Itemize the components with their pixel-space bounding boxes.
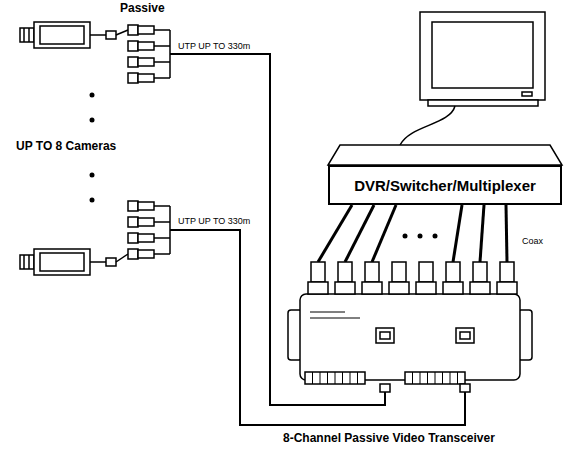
bnc-plug [128, 41, 138, 51]
bnc-plug [128, 57, 138, 67]
pair-wire [154, 205, 170, 207]
transceiver-body [288, 294, 532, 380]
bnc-jack [362, 282, 382, 294]
video-lead [116, 254, 128, 262]
bnc-jack [335, 282, 355, 294]
terminal-divider [457, 372, 458, 384]
pair-wire [154, 221, 170, 223]
bnc-jack [389, 282, 409, 294]
camera [20, 249, 116, 275]
bnc-jack [308, 282, 328, 294]
terminal-divider [357, 372, 358, 384]
dvr-top-face [328, 145, 562, 165]
cable-label: UTP UP TO 330m [178, 216, 250, 226]
pair-wire [154, 61, 170, 63]
coax-cable [372, 205, 396, 262]
pair-wire [154, 253, 170, 255]
bnc-jack [473, 262, 487, 282]
bnc-plug [138, 250, 154, 258]
pair-wire [154, 45, 170, 47]
cable-label: Coax [522, 236, 543, 246]
bnc-plug [138, 26, 154, 34]
bnc-jack [338, 262, 352, 282]
coax-cable [506, 205, 507, 262]
bnc-plug [138, 202, 154, 210]
terminal-divider [350, 372, 351, 384]
terminal-block [405, 372, 465, 384]
bnc-plug [138, 218, 154, 226]
monitor-cable [400, 106, 455, 145]
continuation-dots [403, 234, 438, 239]
device-box: DVR/Switcher/Multiplexer [328, 165, 562, 205]
bnc-plug [138, 74, 154, 82]
bnc-plug [138, 234, 154, 242]
bnc-jack [500, 262, 514, 282]
bnc-connectors [308, 262, 517, 294]
terminal-divider [435, 372, 436, 384]
terminal-divider [412, 372, 413, 384]
bnc-plug [138, 42, 154, 50]
bnc-plug [128, 217, 138, 227]
pair-wire [154, 29, 170, 31]
bnc-jack [311, 262, 325, 282]
utp-entry [380, 384, 390, 392]
bnc-plug [128, 25, 138, 35]
device-label: 8-Channel Passive Video Transceiver [283, 432, 495, 446]
terminal-divider [342, 372, 343, 384]
cable-label: UTP UP TO 330m [178, 41, 250, 51]
coax-cable [453, 205, 462, 262]
terminal-block [305, 372, 365, 384]
bnc-jack [365, 262, 379, 282]
terminal-divider [312, 372, 313, 384]
bnc-jack [392, 262, 406, 282]
bnc-plug [128, 233, 138, 243]
terminal-divider [427, 372, 428, 384]
bnc-plug [138, 58, 154, 66]
bnc-plug [128, 201, 138, 211]
coax-cable [345, 205, 374, 262]
coax-cable [318, 205, 352, 262]
bnc-jack [416, 282, 436, 294]
passive-balun [128, 201, 170, 259]
monitor [420, 12, 545, 106]
bnc-jack [446, 262, 460, 282]
terminal-divider [335, 372, 336, 384]
terminal-divider [442, 372, 443, 384]
coax-cable [480, 205, 484, 262]
terminal-divider [327, 372, 328, 384]
passive-balun [128, 25, 170, 83]
pair-wire [154, 77, 170, 79]
camera [20, 22, 116, 48]
group-label: Passive [120, 2, 165, 16]
bnc-jack [470, 282, 490, 294]
terminal-blocks [305, 372, 470, 392]
bnc-jack [497, 282, 517, 294]
terminal-divider [320, 372, 321, 384]
video-lead [116, 30, 128, 35]
terminal-divider [450, 372, 451, 384]
pair-wire [154, 237, 170, 239]
bnc-plug [128, 249, 138, 259]
device-name: DVR/Switcher/Multiplexer [354, 177, 536, 194]
utp-entry [460, 384, 470, 392]
bnc-jack [443, 282, 463, 294]
bnc-jack [419, 262, 433, 282]
group-label: UP TO 8 Cameras [16, 140, 116, 154]
bnc-plug [128, 73, 138, 83]
coax-cables [318, 205, 507, 262]
terminal-divider [420, 372, 421, 384]
